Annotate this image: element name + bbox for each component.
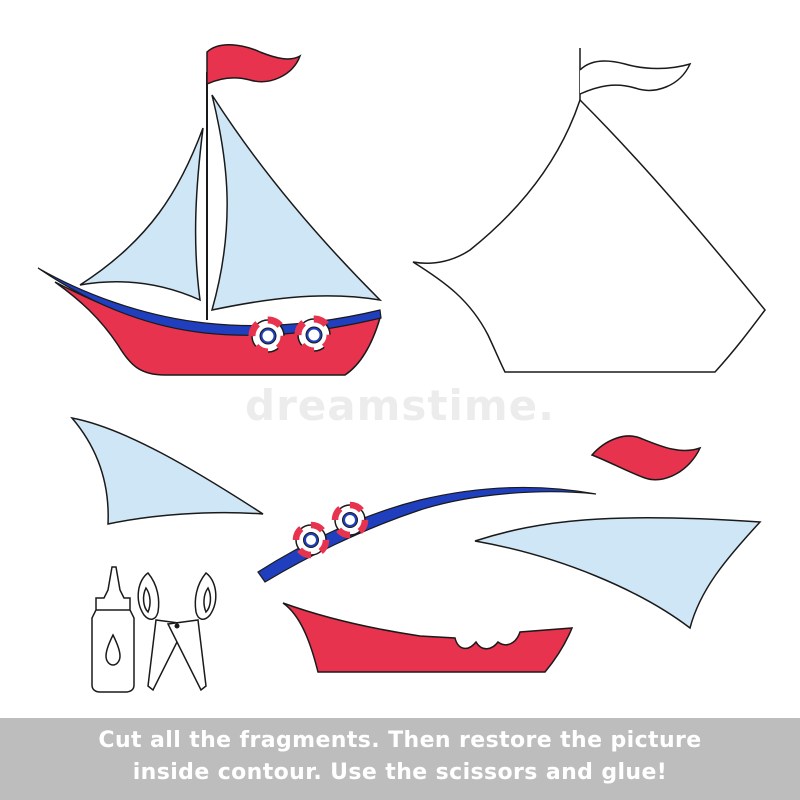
finished-flag: [206, 44, 302, 86]
finished-left-sail: [79, 127, 204, 302]
instructions-line-2: inside contour. Use the scissors and glu…: [132, 760, 668, 785]
finished-sailboat: [37, 44, 383, 376]
fragment-life-ring-1: [292, 521, 330, 559]
boat-contour-outline: [412, 48, 766, 373]
instructions-line-1: Cut all the fragments. Then restore the …: [98, 728, 702, 753]
fragment-left-sail: [70, 416, 264, 525]
instructions-banner: [0, 718, 800, 800]
finished-life-ring-1: [248, 316, 288, 356]
scissors-icon: [137, 571, 217, 692]
fragment-flag: [590, 435, 702, 481]
finished-right-sail: [210, 94, 383, 311]
finished-stripe: [37, 267, 382, 336]
glue-bottle-icon: [91, 566, 135, 693]
fragment-hull: [282, 602, 574, 673]
fragment-right-sail: [474, 516, 762, 630]
finished-life-ring-2: [294, 315, 334, 355]
fragment-life-ring-2: [331, 501, 369, 539]
